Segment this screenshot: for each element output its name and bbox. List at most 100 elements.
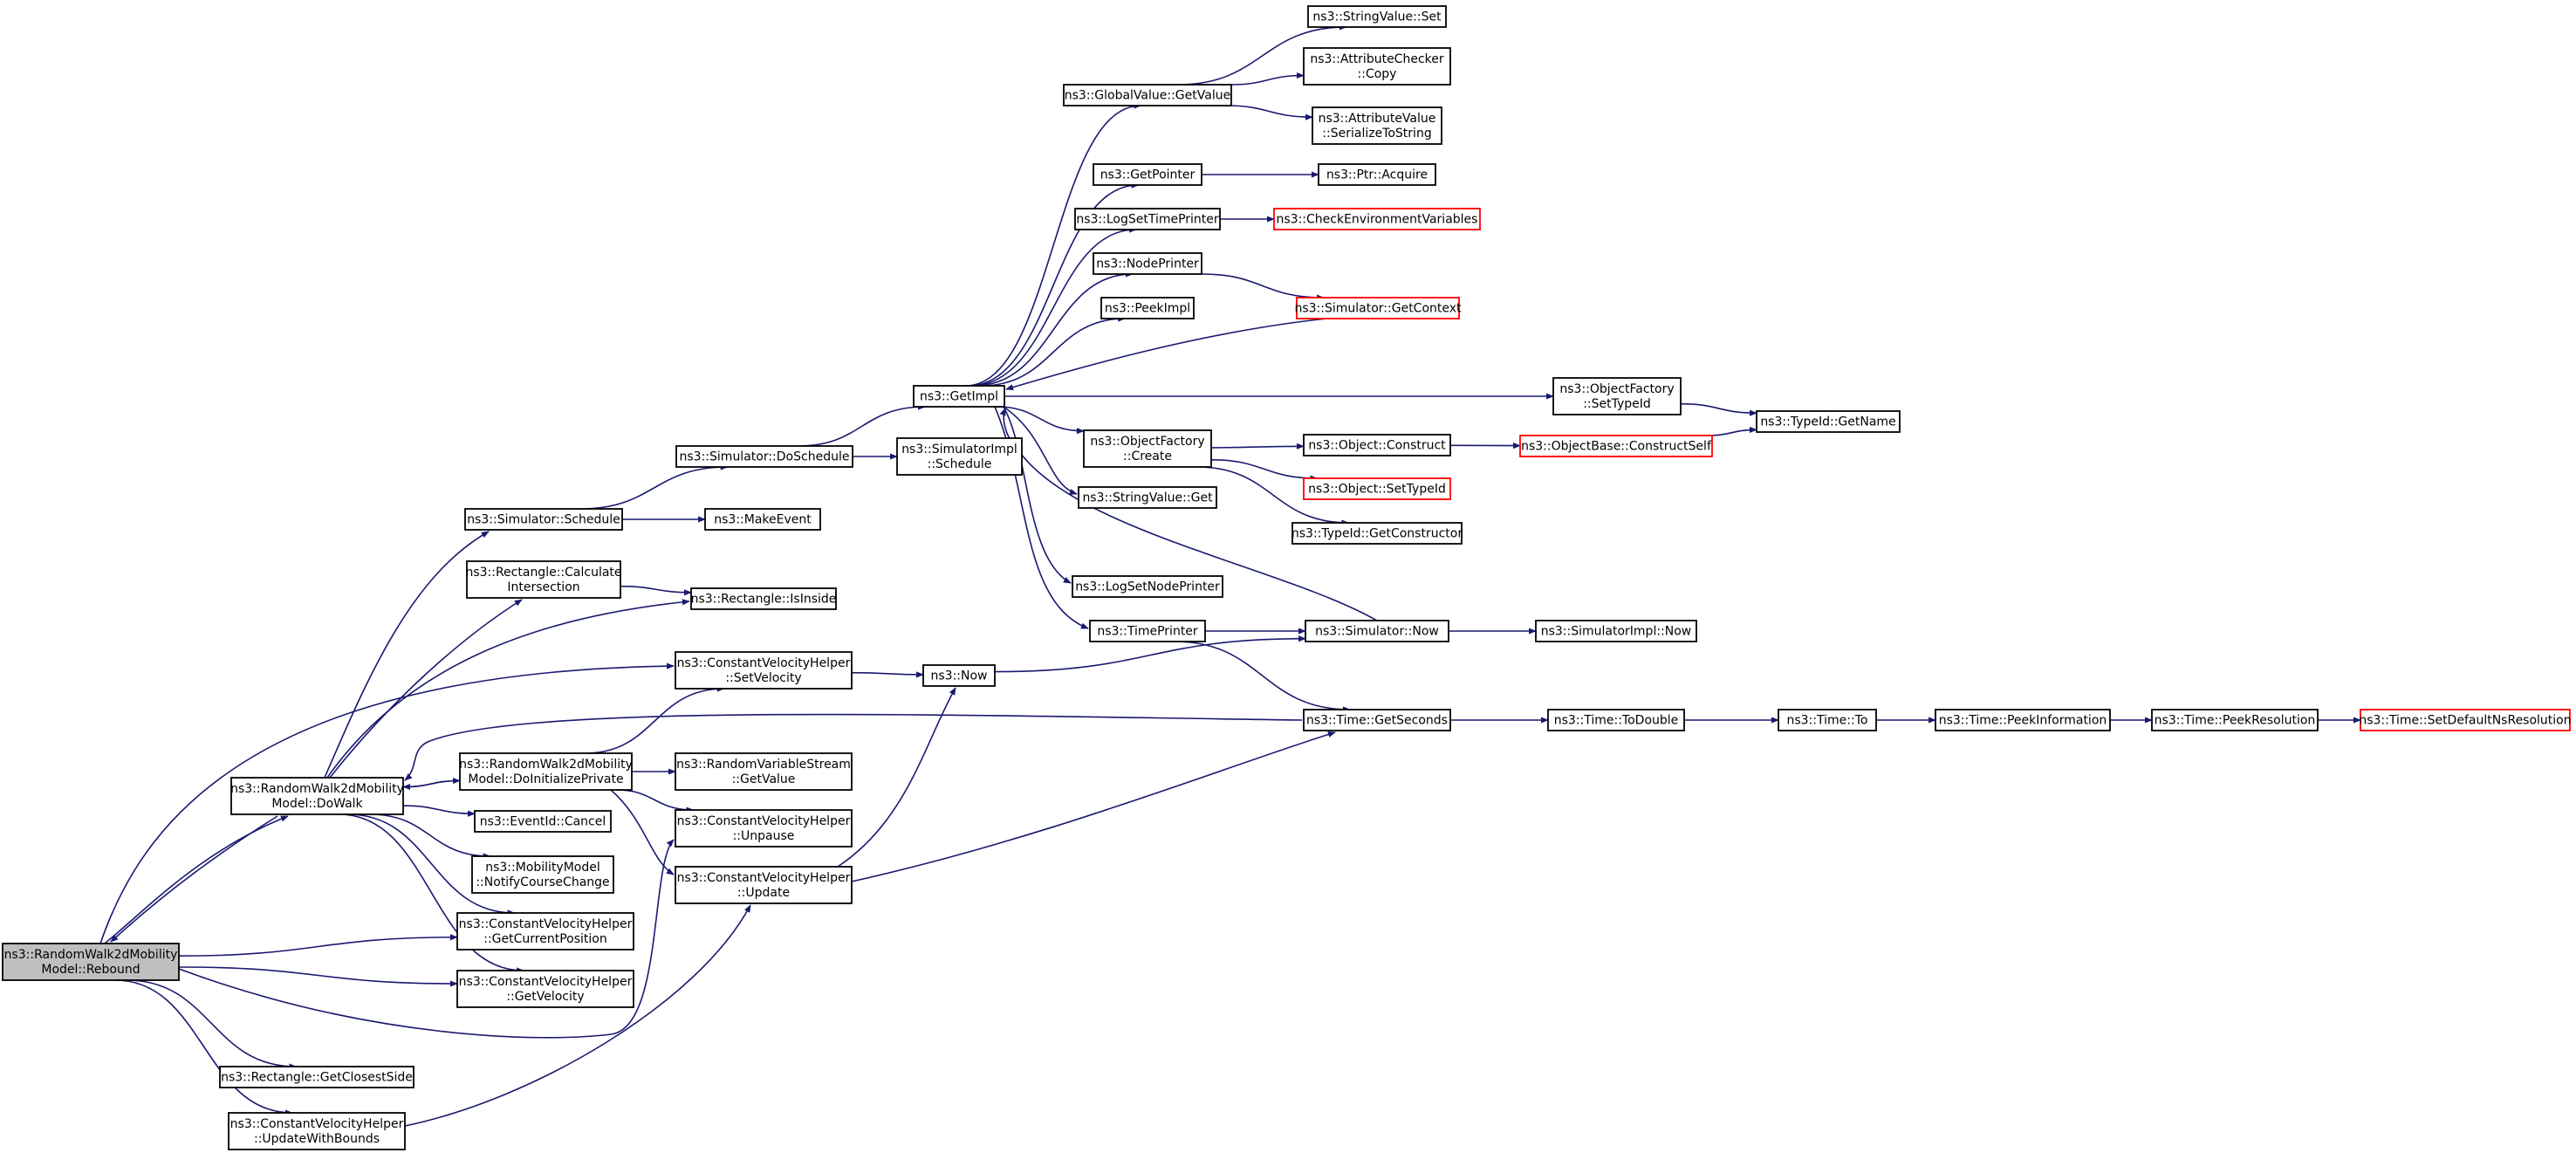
node-box	[464, 508, 623, 531]
node-label: ns3::Time::PeekResolution	[2155, 714, 2316, 728]
node-box	[1078, 486, 1217, 509]
node-update[interactable]: ns3::ConstantVelocityHelper::Update	[675, 866, 853, 904]
node-simnow[interactable]: ns3::Simulator::Now	[1305, 620, 1449, 642]
node-box	[2360, 709, 2571, 731]
node-label: ns3::TimePrinter	[1097, 625, 1198, 639]
node-label: ns3::Ptr::Acquire	[1326, 168, 1428, 182]
node-label: ns3::GetPointer	[1100, 168, 1196, 182]
node-ofcreate[interactable]: ns3::ObjectFactory::Create	[1083, 429, 1212, 468]
edge-dowalk-to-isinside	[326, 599, 690, 779]
node-box	[1547, 709, 1685, 731]
node-getimpl[interactable]: ns3::GetImpl	[913, 385, 1005, 408]
node-eventcancel[interactable]: ns3::EventId::Cancel	[474, 810, 612, 833]
node-svset[interactable]: ns3::StringValue::Set	[1307, 5, 1447, 28]
node-nodeprinter[interactable]: ns3::NodePrinter	[1093, 252, 1202, 275]
node-label: ns3::LogSetTimePrinter	[1076, 213, 1219, 227]
node-getvelocity[interactable]: ns3::ConstantVelocityHelper::GetVelocity	[456, 970, 634, 1008]
node-setvelocity[interactable]: ns3::ConstantVelocityHelper::SetVelocity	[675, 651, 853, 690]
node-label: ::Update	[737, 886, 790, 900]
node-simimplschedule[interactable]: ns3::SimulatorImpl::Schedule	[896, 437, 1023, 476]
node-schedule[interactable]: ns3::Simulator::Schedule	[464, 508, 623, 531]
node-box	[2151, 709, 2319, 731]
edge-updatewithbounds-to-update	[404, 904, 751, 1127]
node-label: Model::Rebound	[41, 963, 140, 977]
node-accopy[interactable]: ns3::AttributeChecker::Copy	[1303, 47, 1451, 86]
node-box	[1093, 163, 1202, 186]
node-box	[459, 752, 633, 791]
node-box	[1756, 410, 1901, 433]
node-logsetnodeprinter[interactable]: ns3::LogSetNodePrinter	[1072, 575, 1223, 598]
node-box	[675, 752, 853, 791]
node-label: ns3::Time::SetDefaultNsResolution	[2359, 714, 2571, 728]
node-label: ::SerializeToString	[1322, 127, 1431, 141]
node-label: Model::DoInitializePrivate	[468, 772, 623, 786]
node-unpause[interactable]: ns3::ConstantVelocityHelper::Unpause	[675, 809, 853, 848]
node-obconstructself[interactable]: ns3::ObjectBase::ConstructSelf	[1519, 435, 1713, 457]
node-isinside[interactable]: ns3::Rectangle::IsInside	[690, 587, 837, 610]
node-getconstructor[interactable]: ns3::TypeId::GetConstructor	[1291, 522, 1463, 545]
node-label: ns3::ConstantVelocityHelper	[459, 917, 633, 931]
node-objconstruct[interactable]: ns3::Object::Construct	[1303, 434, 1451, 456]
node-box	[1318, 163, 1436, 186]
edge-getimpl-to-getpointer	[968, 182, 1140, 387]
node-label: ::SetVelocity	[725, 671, 801, 685]
node-getpointer[interactable]: ns3::GetPointer	[1093, 163, 1202, 186]
node-label: ns3::SimulatorImpl	[901, 443, 1017, 456]
edge-getimpl-to-peekimpl	[981, 315, 1127, 387]
node-logsettimeprinter[interactable]: ns3::LogSetTimePrinter	[1074, 208, 1221, 230]
node-avserialize[interactable]: ns3::AttributeValue::SerializeToString	[1312, 106, 1442, 145]
edge-gvgetvalue-to-avserialize	[1226, 105, 1313, 120]
node-peekimpl[interactable]: ns3::PeekImpl	[1100, 297, 1195, 319]
node-checkenv[interactable]: ns3::CheckEnvironmentVariables	[1273, 208, 1481, 230]
node-rvsgetvalue[interactable]: ns3::RandomVariableStream::GetValue	[675, 752, 853, 791]
node-label: ns3::Rectangle::Calculate	[465, 566, 621, 580]
node-todouble[interactable]: ns3::Time::ToDouble	[1547, 709, 1685, 731]
node-updatewithbounds[interactable]: ns3::ConstantVelocityHelper::UpdateWithB…	[228, 1112, 406, 1150]
node-label: ::GetCurrentPosition	[483, 932, 606, 946]
node-getcurrentposition[interactable]: ns3::ConstantVelocityHelper::GetCurrentP…	[456, 912, 634, 951]
node-setdefaultnsres[interactable]: ns3::Time::SetDefaultNsResolution	[2359, 709, 2572, 731]
node-ofsettypeid[interactable]: ns3::ObjectFactory::SetTypeId	[1552, 377, 1682, 415]
node-ptracquire[interactable]: ns3::Ptr::Acquire	[1318, 163, 1436, 186]
node-box	[1296, 297, 1460, 319]
node-doinitprivate[interactable]: ns3::RandomWalk2dMobilityModel::DoInitia…	[459, 752, 633, 791]
node-box	[2, 943, 180, 981]
node-label: Intersection	[507, 580, 579, 594]
node-label: ns3::Object::SetTypeId	[1308, 483, 1446, 497]
node-box	[675, 445, 853, 468]
node-gvgetvalue[interactable]: ns3::GlobalValue::GetValue	[1063, 84, 1232, 106]
edge-dowalk-to-schedule	[324, 531, 490, 779]
node-typeidgetname[interactable]: ns3::TypeId::GetName	[1756, 410, 1901, 433]
node-box	[690, 587, 837, 610]
node-label: ns3::RandomWalk2dMobility	[230, 782, 404, 796]
node-label: ns3::ConstantVelocityHelper	[459, 975, 633, 989]
node-timegetseconds[interactable]: ns3::Time::GetSeconds	[1303, 709, 1451, 731]
node-label: ns3::GlobalValue::GetValue	[1065, 89, 1230, 103]
node-box	[1312, 106, 1442, 145]
node-makeevent[interactable]: ns3::MakeEvent	[704, 508, 821, 531]
node-now[interactable]: ns3::Now	[922, 664, 996, 687]
node-peekresolution[interactable]: ns3::Time::PeekResolution	[2151, 709, 2319, 731]
node-box	[1089, 620, 1206, 642]
node-simimplnow[interactable]: ns3::SimulatorImpl::Now	[1535, 620, 1697, 642]
node-box	[1100, 297, 1195, 319]
node-notifycoursechange[interactable]: ns3::MobilityModel::NotifyCourseChange	[471, 855, 614, 894]
edge-getimpl-to-logsettimeprinter	[969, 226, 1138, 387]
node-objsettypeid[interactable]: ns3::Object::SetTypeId	[1303, 477, 1451, 500]
node-label: ns3::StringValue::Set	[1312, 10, 1442, 24]
node-getclosestside[interactable]: ns3::Rectangle::GetClosestSide	[219, 1066, 414, 1088]
node-svget[interactable]: ns3::StringValue::Get	[1078, 486, 1217, 509]
node-peekinformation[interactable]: ns3::Time::PeekInformation	[1935, 709, 2111, 731]
node-label: ns3::Simulator::Schedule	[467, 513, 620, 527]
node-doschedule[interactable]: ns3::Simulator::DoSchedule	[675, 445, 853, 468]
node-label: ns3::GetImpl	[920, 390, 998, 404]
node-getcontext[interactable]: ns3::Simulator::GetContext	[1294, 297, 1462, 319]
node-label: ns3::TypeId::GetName	[1760, 415, 1895, 429]
node-timeprinter[interactable]: ns3::TimePrinter	[1089, 620, 1206, 642]
node-timeto[interactable]: ns3::Time::To	[1778, 709, 1877, 731]
edge-dowalk-to-rebound	[110, 815, 278, 943]
edge-rebound-to-getvelocity	[178, 966, 458, 987]
